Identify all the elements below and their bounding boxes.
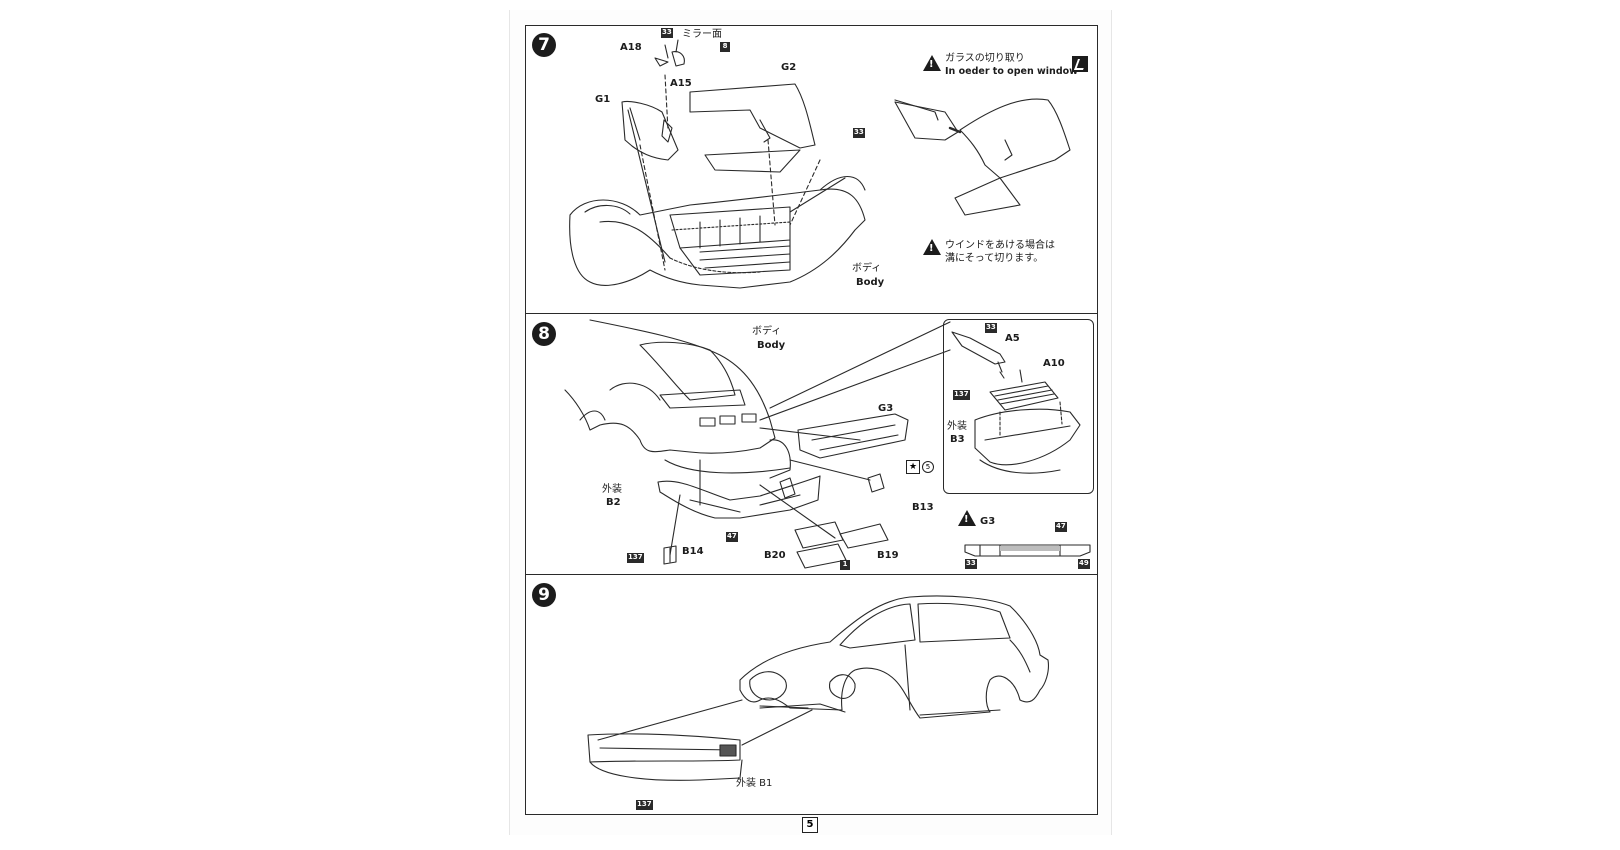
- paint-code-8: 8: [720, 42, 730, 52]
- body-label-en: Body: [856, 277, 885, 288]
- step8-g3-part: [797, 413, 909, 459]
- step7-mirror-parts: [654, 51, 685, 67]
- label-g1: G1: [595, 94, 611, 105]
- label-g3: G3: [878, 403, 894, 414]
- label-a15: A15: [670, 78, 692, 89]
- warning-icon: [923, 55, 941, 71]
- cut-glass-note-en: In oeder to open window: [945, 66, 1078, 77]
- step7-body-drawing: [569, 176, 866, 289]
- paint-code-137: 137: [627, 553, 644, 563]
- label-a18: A18: [620, 42, 642, 53]
- step7-arrow-g2: [789, 177, 846, 213]
- label-b20: B20: [764, 550, 786, 561]
- paint-code-137: 137: [636, 800, 653, 810]
- label-g2: G2: [781, 62, 797, 73]
- step7-guide-lines: [639, 74, 821, 271]
- step8-b13-part: [867, 473, 885, 493]
- paint-code-47: 47: [726, 532, 738, 542]
- step9-b1-bumper: [587, 733, 743, 781]
- step7-arrow-g1: [627, 109, 666, 263]
- step9-number: 9: [532, 583, 556, 607]
- step8-b2-part: [657, 475, 821, 519]
- warning-icon: [923, 239, 941, 255]
- step7-g1-part: [621, 100, 679, 161]
- label-g3-detail: G3: [980, 516, 996, 527]
- step8-inset-drawing: [951, 331, 1081, 474]
- paint-code-33: 33: [661, 28, 673, 38]
- paint-code-47: 47: [1055, 522, 1067, 532]
- paint-code-49: 49: [1078, 559, 1090, 569]
- paint-code-137: 137: [953, 390, 970, 400]
- label-b2: B2: [606, 497, 621, 508]
- step9-panel: [525, 574, 1098, 815]
- label-b3: B3: [950, 434, 965, 445]
- label-b13: B13: [912, 502, 934, 513]
- star-mark: ★: [906, 460, 920, 474]
- step9-car-body: [739, 595, 1049, 719]
- step8-g3-detail: [964, 544, 1091, 557]
- warning-icon: [958, 510, 976, 526]
- label-b14: B14: [682, 546, 704, 557]
- step7-number: 7: [532, 33, 556, 57]
- step7-window-cut-detail: [894, 98, 1071, 216]
- paint-code-1: 1: [840, 560, 850, 570]
- open-window-note-line1: ウインドをあける場合は: [945, 240, 1055, 251]
- step8-body-drawing: [564, 319, 791, 479]
- cutting-tool-icon: [1072, 56, 1088, 72]
- paint-code-33: 33: [965, 559, 977, 569]
- step7-g2-part: [689, 83, 816, 173]
- step8-number: 8: [532, 322, 556, 346]
- page-number: 5: [802, 817, 818, 833]
- step8-guide-lines: [669, 321, 951, 556]
- label-a10: A10: [1043, 358, 1065, 369]
- label-b19: B19: [877, 550, 899, 561]
- label-a5: A5: [1005, 333, 1020, 344]
- paint-code-33: 33: [985, 323, 997, 333]
- body-label-jp: ボディ: [852, 263, 882, 274]
- paint-code-33: 33: [853, 128, 865, 138]
- circle-5-mark: 5: [922, 461, 934, 473]
- label-exterior-b2-jp: 外装: [602, 484, 622, 495]
- label-exterior-b1: 外装 B1: [736, 778, 773, 789]
- body-label-en: Body: [757, 340, 786, 351]
- step9-guide-lines: [597, 699, 813, 746]
- label-exterior-b3-jp: 外装: [947, 421, 967, 432]
- cut-glass-note-jp: ガラスの切り取り: [945, 53, 1025, 64]
- body-label-jp: ボディ: [752, 326, 782, 337]
- step7-panel: [525, 25, 1098, 314]
- open-window-note-line2: 溝にそって切ります。: [945, 253, 1044, 264]
- mirror-label: ミラー面: [682, 29, 722, 40]
